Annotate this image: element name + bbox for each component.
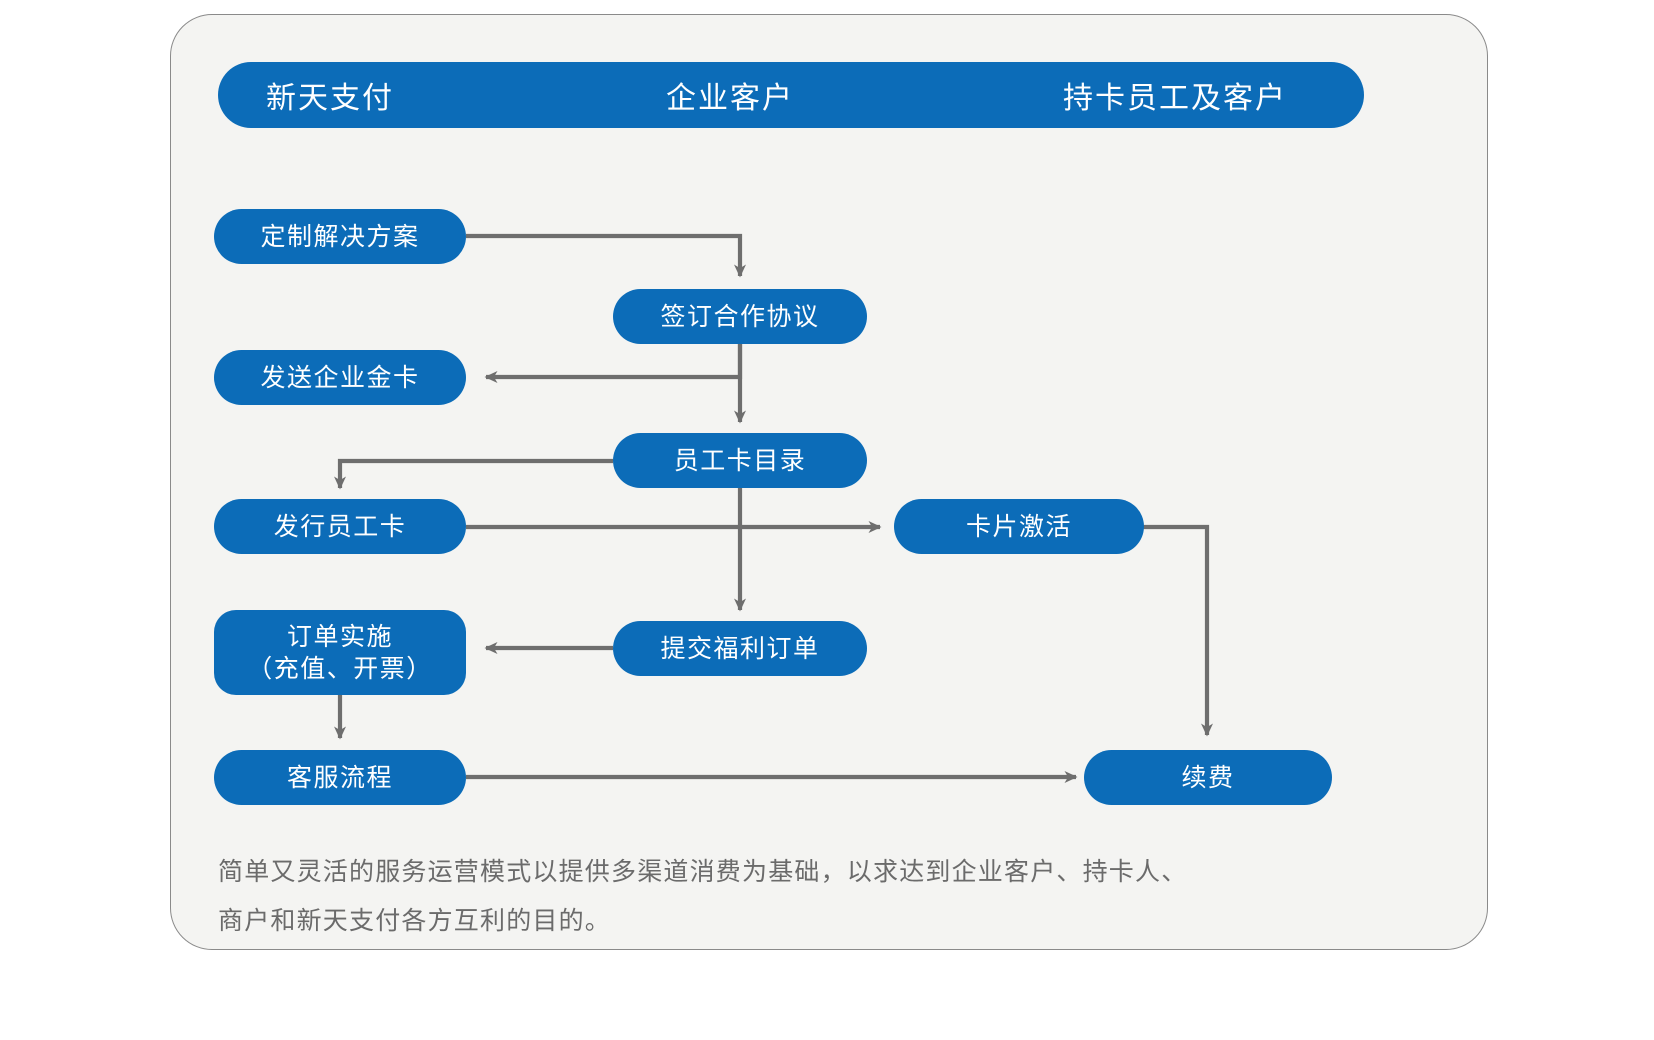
node-label: 提交福利订单 <box>660 634 820 663</box>
node-customer-service[interactable]: 客服流程 <box>214 750 466 805</box>
caption-line-1: 简单又灵活的服务运营模式以提供多渠道消费为基础，以求达到企业客户、持卡人、 <box>218 858 1188 886</box>
node-custom-solution[interactable]: 定制解决方案 <box>214 209 466 264</box>
swimlane-label-xintian-pay: 新天支付 <box>266 82 394 115</box>
node-send-gold-card[interactable]: 发送企业金卡 <box>214 350 466 405</box>
swimlane-label-cardholder-employee-customer: 持卡员工及客户 <box>1063 82 1287 115</box>
node-label: 续费 <box>1181 763 1235 792</box>
node-label: 卡片激活 <box>965 512 1072 541</box>
node-label: 订单实施 <box>286 622 393 651</box>
swimlane-header-bar: 新天支付 企业客户 持卡员工及客户 <box>218 62 1364 128</box>
caption-line-2: 商户和新天支付各方互利的目的。 <box>218 906 612 935</box>
swimlane-label-enterprise-client: 企业客户 <box>666 82 794 115</box>
node-label: 定制解决方案 <box>260 222 420 251</box>
node-employee-card-directory[interactable]: 员工卡目录 <box>613 433 867 488</box>
node-order-execution[interactable]: 订单实施 （充值、开票） <box>214 610 466 695</box>
node-sign-agreement[interactable]: 签订合作协议 <box>613 289 867 344</box>
node-card-activation[interactable]: 卡片激活 <box>894 499 1144 554</box>
node-label: 签订合作协议 <box>660 302 820 331</box>
node-label: 客服流程 <box>286 763 393 792</box>
node-renewal[interactable]: 续费 <box>1084 750 1332 805</box>
node-label: 员工卡目录 <box>673 446 807 475</box>
node-label: 发送企业金卡 <box>260 363 420 392</box>
node-label: 发行员工卡 <box>273 512 407 541</box>
diagram-caption: 简单又灵活的服务运营模式以提供多渠道消费为基础，以求达到企业客户、持卡人、 商户… <box>218 848 1368 946</box>
node-submit-benefit-order[interactable]: 提交福利订单 <box>613 621 867 676</box>
node-label-secondary: （充值、开票） <box>247 654 433 683</box>
node-issue-employee-card[interactable]: 发行员工卡 <box>214 499 466 554</box>
